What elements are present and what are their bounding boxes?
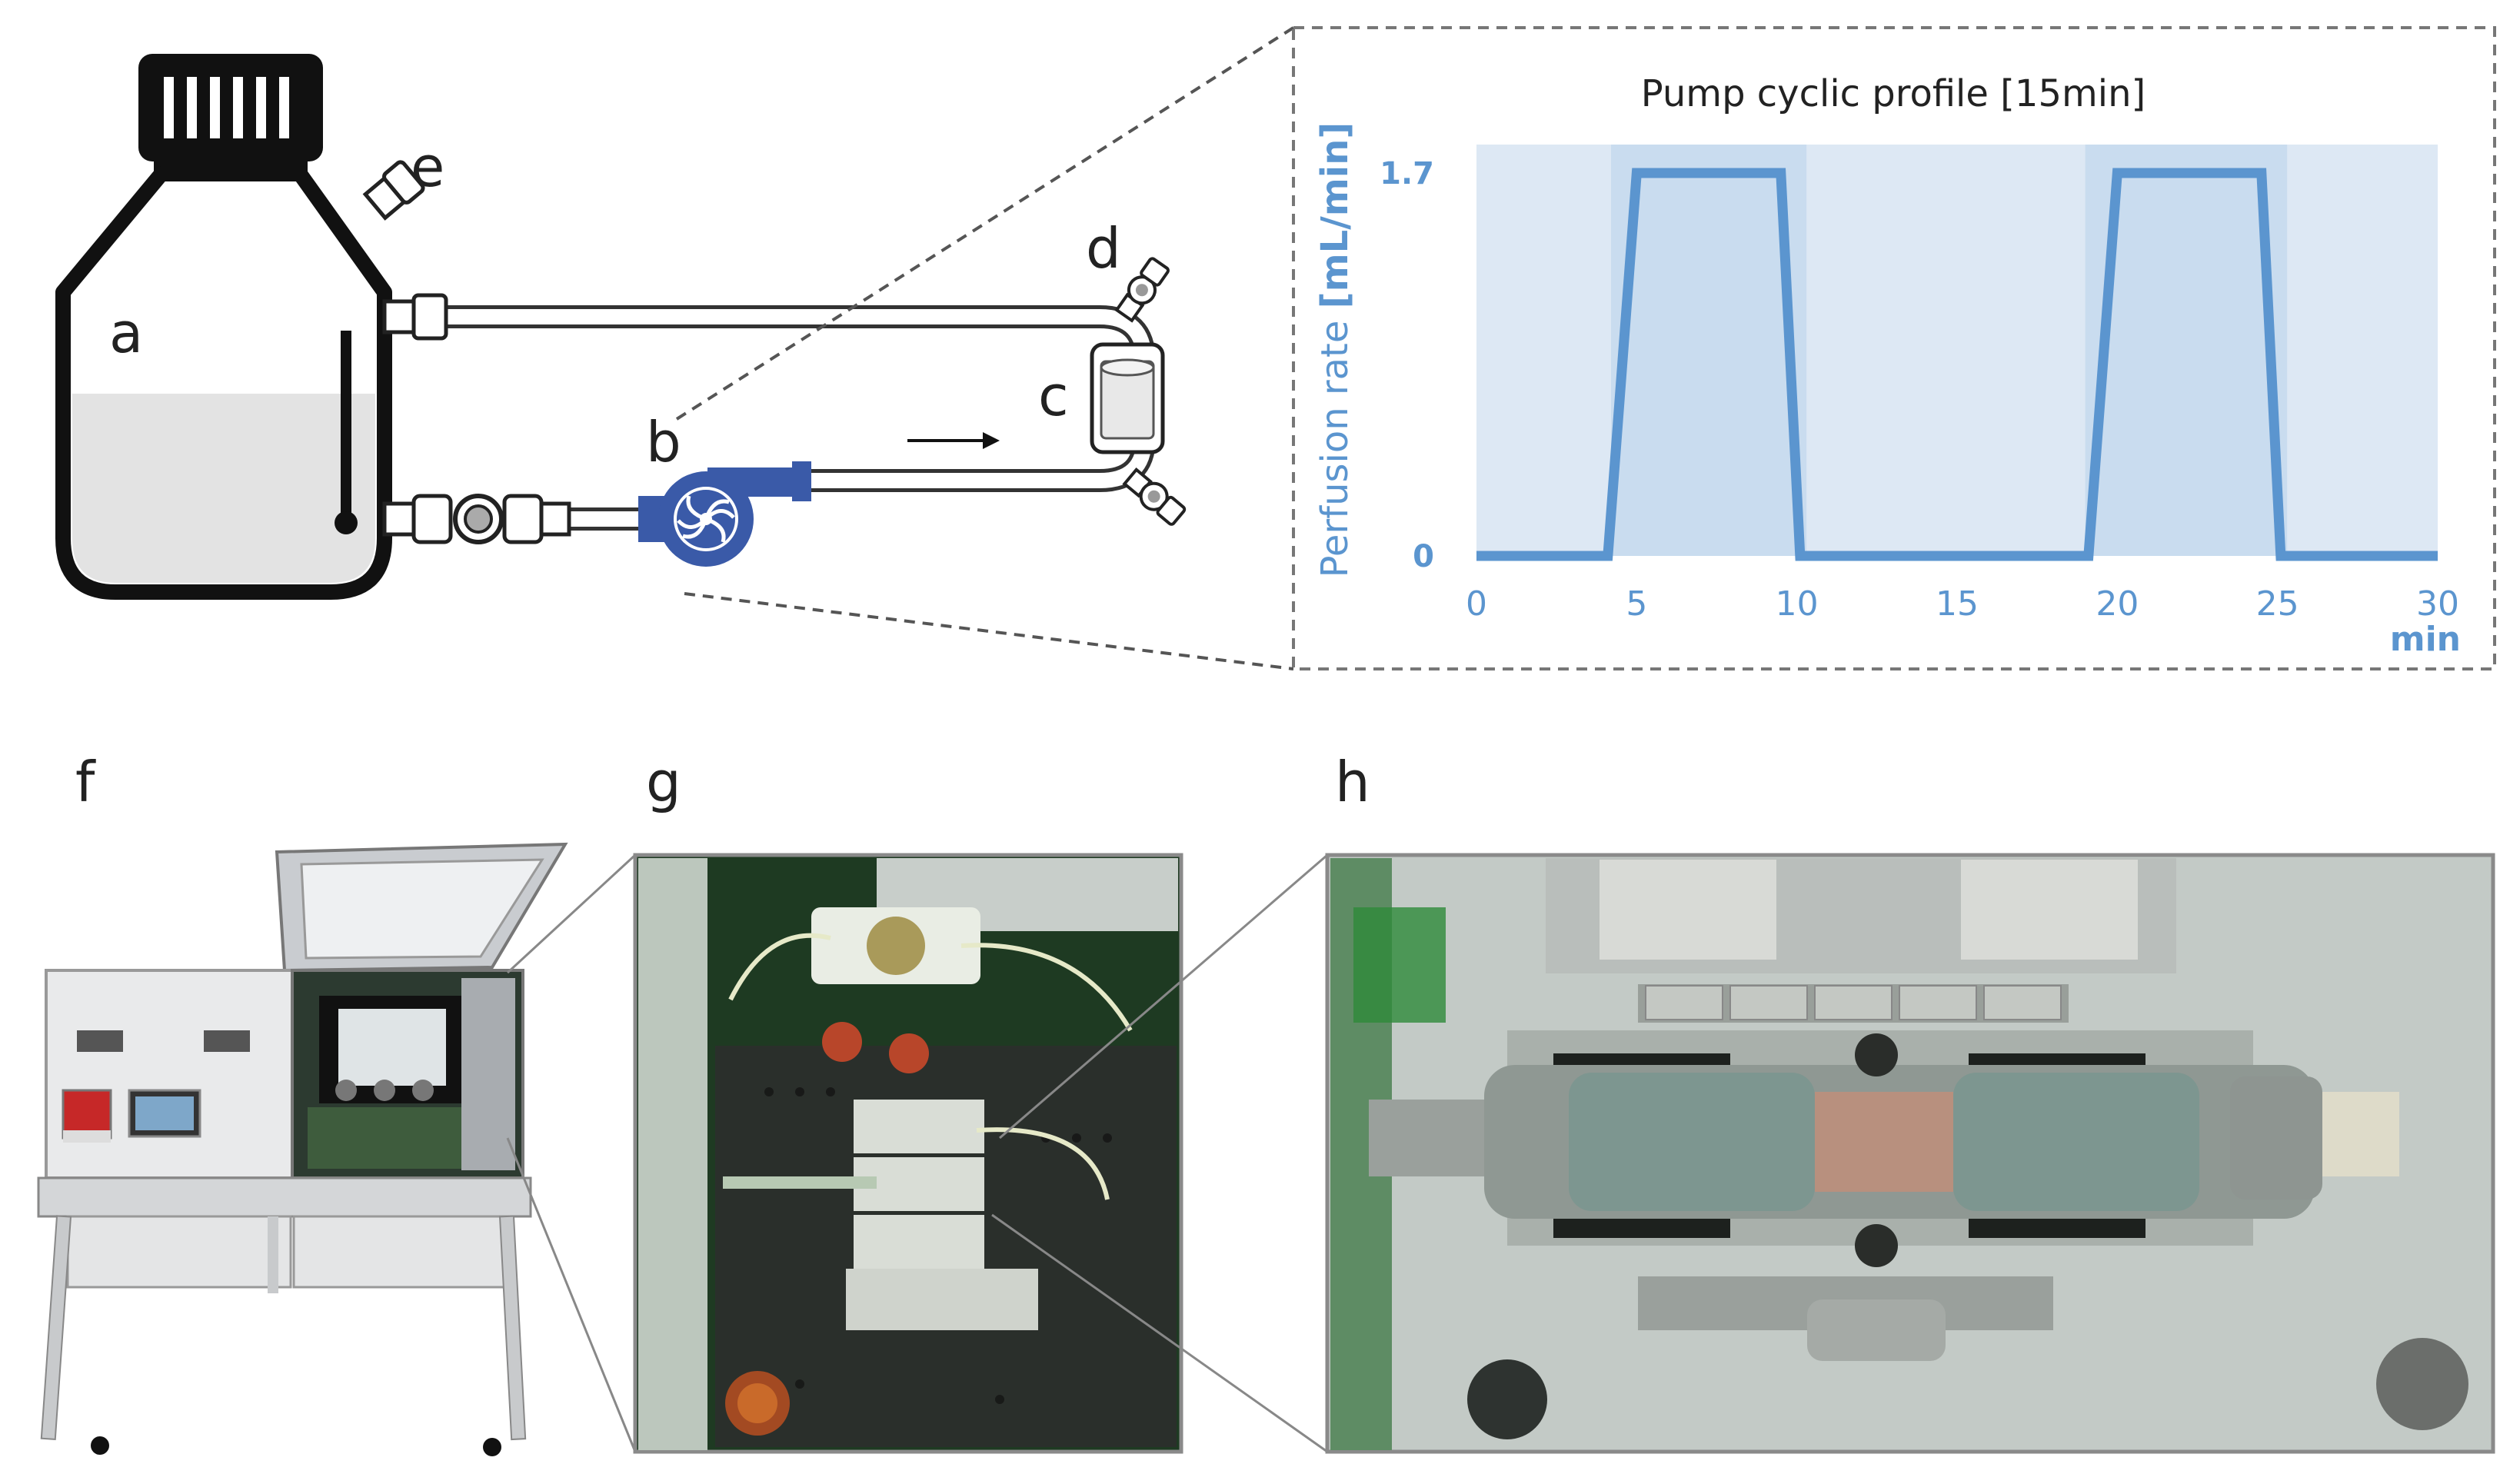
label-b: b <box>646 410 681 474</box>
device-photo <box>37 842 568 1456</box>
cap-ridges <box>164 77 289 138</box>
label-g: g <box>646 750 681 814</box>
y-axis-label: Perfusion rate <box>1313 321 1357 578</box>
chamber-closeup-photo <box>1325 853 2495 1454</box>
x-tick-label: 25 <box>2256 584 2299 624</box>
zoom-line-bottom <box>684 592 1294 670</box>
chart-title: Pump cyclic profile [15min] <box>1641 72 2145 115</box>
shaded-band-1 <box>1611 145 1807 556</box>
perfusion-chamber <box>1090 342 1165 454</box>
y-tick-label: 0 <box>1413 539 1434 574</box>
zoom-line-gh-bottom <box>991 1213 1328 1453</box>
bottle-reservoir <box>55 54 392 600</box>
svg-text:Perfusion rate [mL/min]: Perfusion rate [mL/min] <box>1313 122 1357 578</box>
label-f: f <box>75 750 96 814</box>
x-tick-label: 10 <box>1776 584 1819 624</box>
label-h: h <box>1335 750 1370 814</box>
x-tick-label: 20 <box>2096 584 2139 624</box>
bottom-connector-valve <box>382 494 571 544</box>
zoom-line-fg-top <box>506 853 637 974</box>
top-connector <box>382 293 448 341</box>
x-tick-label: 5 <box>1626 584 1647 624</box>
label-d: d <box>1086 216 1121 281</box>
y-axis-unit: [mL/min] <box>1313 122 1357 309</box>
pump-icon <box>638 461 811 567</box>
sampling-port-top <box>1114 257 1170 323</box>
vent-filter <box>362 160 425 221</box>
label-a: a <box>109 301 143 365</box>
x-tick-labels: 0 5 10 15 20 25 30 <box>1466 584 2459 624</box>
pump-profile-chart: Pump cyclic profile [15min] 0 5 10 15 20 25 30… <box>1292 26 2496 670</box>
x-axis-label: min <box>2390 620 2461 659</box>
zoom-line-top <box>675 26 1295 421</box>
y-tick-label: 1.7 <box>1380 156 1434 191</box>
series-line <box>1476 168 2438 561</box>
pump-compartment-photo <box>633 853 1183 1454</box>
label-c: c <box>1038 364 1069 428</box>
x-tick-label: 0 <box>1466 584 1487 624</box>
y-tick-labels: 01.7 <box>1380 156 1434 574</box>
label-e: e <box>411 135 444 199</box>
sampling-port-bottom <box>1122 467 1187 526</box>
zoom-line-fg-bottom <box>506 1137 637 1452</box>
zoom-line-gh-top <box>999 853 1328 1140</box>
bottle-liquid <box>72 394 375 583</box>
flow-arrow-icon <box>907 432 1000 449</box>
x-tick-label: 30 <box>2416 584 2459 624</box>
x-tick-label: 15 <box>1936 584 1979 624</box>
bottle-cap <box>138 54 323 161</box>
